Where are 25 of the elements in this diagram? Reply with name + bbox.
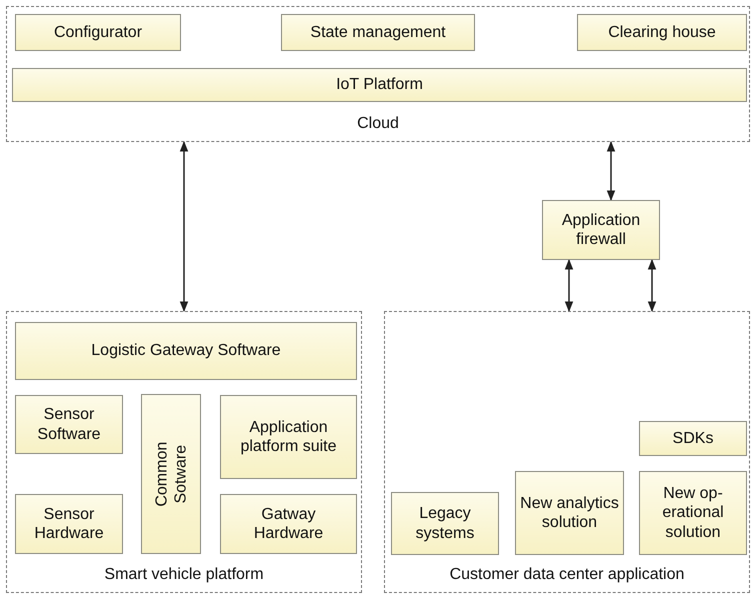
component-box: Logistic Gateway Software [15,322,357,380]
component-box: Gatway Hardware [220,494,357,554]
component-box: Legacy systems [391,492,499,555]
group-label: Smart vehicle platform [104,566,264,584]
component-box: Clearing house [577,14,747,51]
component-box: Sensor Hardware [15,494,123,554]
component-box: IoT Platform [12,68,747,102]
arrow [564,258,574,312]
group-container [6,311,362,593]
component-box: State management [281,14,475,51]
group-label: Customer data center application [450,566,684,584]
group-container [384,311,750,593]
component-box: Application firewall [542,200,660,260]
group-label: Cloud [357,115,399,133]
arrow [648,258,656,312]
arrow [180,140,188,312]
group-container [6,6,750,142]
component-box: SDKs [639,421,747,456]
arrow [606,140,616,202]
component-box: Application platform suite [220,395,357,479]
component-box: Configurator [15,14,181,51]
component-box: Sensor Software [15,395,123,454]
component-box: Common Sotware [141,394,201,554]
component-box: New op- erational solution [639,471,747,555]
component-box: New analytics solution [515,471,624,555]
